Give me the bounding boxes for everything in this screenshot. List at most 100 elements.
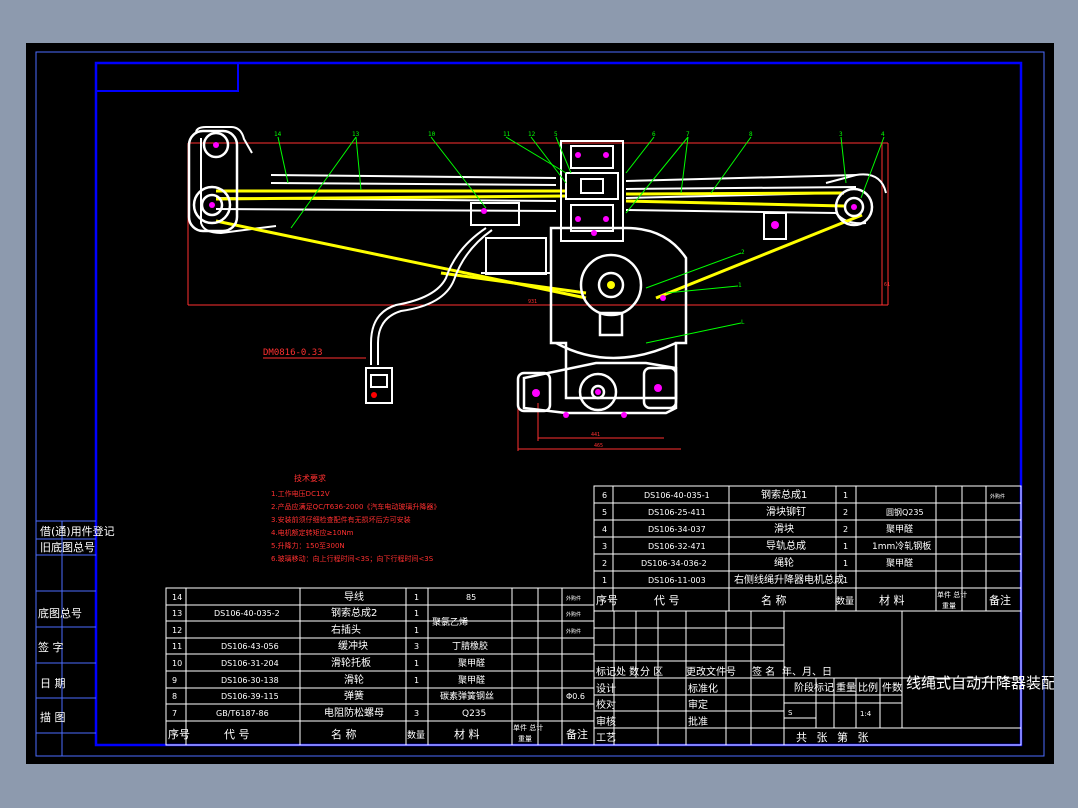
bom-lower-code: DS106-30-138 (221, 676, 279, 685)
bom-lower-code: DS106-43-056 (221, 642, 279, 651)
notes-item-6: 6.玻璃移动：向上行程时间<3S；向下行程时间<3S (271, 554, 434, 563)
leader-lines (277, 136, 885, 344)
bom-lower-code: DS106-31-204 (221, 659, 279, 668)
bom-upper-material: 聚甲醛 (886, 523, 913, 535)
bom-upper-header-unit: 单件 总计 (937, 590, 967, 599)
dim-main-width: 931 (528, 299, 537, 305)
bom-lower-no: 9 (172, 676, 177, 685)
bom-lower-qty: 3 (414, 709, 419, 718)
side-label-4: 日 期 (40, 677, 66, 690)
grid-label-0: 标记 (596, 666, 616, 678)
sheet-count: 共 张 第 张 (796, 730, 872, 744)
role-checker: 校对 (596, 698, 616, 711)
mid-slider (470, 202, 551, 275)
bom-lower-name: 右插头 (331, 623, 361, 636)
right-bracket-hole (771, 221, 779, 229)
callout-13: 13 (352, 131, 360, 138)
bom-lower-header-name: 名 称 (331, 727, 357, 741)
bom-lower-material: 聚甲醛 (458, 674, 485, 686)
bom-lower-qty: 3 (414, 642, 419, 651)
drawing-title: 线绳式自动升降器装配图 (906, 674, 1054, 692)
bom-upper-no: 6 (602, 491, 607, 500)
notes-item-2: 2.产品应满足QC/T636-2000《汽车电动玻璃升降器》 (271, 502, 440, 511)
bom-lower-material: 丁腈橡胶 (452, 640, 488, 652)
callout-6: 6 (652, 131, 656, 138)
dim-base-width: 441 (591, 432, 600, 438)
stage-value: S (788, 709, 793, 717)
bom-lower-no: 14 (172, 593, 182, 602)
slider-pin-2 (603, 152, 609, 158)
wire-harness (365, 227, 493, 404)
role-designer: 设计 (596, 682, 616, 695)
motor-pin (660, 295, 666, 301)
right-bracket (763, 212, 787, 240)
grid-label-4: 签 名 (752, 665, 775, 678)
base-hole-lower-left (563, 412, 569, 418)
bom-upper-code: DS106-40-035-1 (644, 491, 710, 500)
side-label-1: 旧底图总号 (40, 540, 95, 554)
bom-lower-header-qty: 数量 (407, 729, 425, 741)
bom-lower-note: Φ0.6 (566, 692, 585, 701)
bom-lower-no: 12 (172, 626, 182, 635)
bom-lower-header-code: 代 号 (224, 728, 250, 741)
bom-lower-code: DS106-39-115 (221, 692, 279, 701)
bom-upper-header-weight: 重量 (942, 602, 956, 610)
grid-label-5: 年、月、日 (782, 665, 832, 678)
bom-lower-qty: 1 (414, 676, 419, 685)
notes-item-1: 1.工作电压DC12V (271, 489, 330, 498)
callout-8: 8 (749, 131, 753, 138)
bom-lower-header-no: 序号 (168, 727, 190, 741)
cable (215, 189, 863, 300)
bom-upper-name: 绳轮 (774, 556, 794, 569)
bom-upper-name: 滑块 (774, 523, 794, 535)
bom-upper-rows: 6 DS106-40-035-1 钢索总成1 1 外购件 5 DS106-25-… (596, 488, 1011, 610)
bom-lower-no: 11 (172, 642, 182, 651)
dim-main-height: 61 (884, 282, 890, 288)
bom-lower-material: 碳素弹簧钢丝 (440, 690, 494, 702)
bom-lower-name: 滑轮 (344, 673, 364, 686)
drawing-sheet: 借(通)用件登记 旧底图总号 底图总号 签 字 日 期 描 图 931 61 4… (26, 43, 1054, 764)
right-pulley-center (851, 204, 857, 210)
callout-4: 4 (881, 131, 885, 138)
bom-upper-no: 4 (602, 525, 607, 534)
stage-label-1: 重量 (836, 681, 856, 694)
bom-lower-note: 外购件 (566, 611, 581, 618)
bom-upper-qty: 1 (843, 576, 848, 585)
bom-upper-code: DS106-11-003 (648, 576, 706, 585)
outer-frame (35, 51, 1045, 757)
bom-upper-qty: 1 (843, 559, 848, 568)
bom-lower-name: 导线 (344, 590, 364, 603)
bom-upper-material: 聚甲醛 (886, 557, 913, 569)
bom-lower-material: 聚氯乙烯 (432, 616, 468, 628)
bom-lower-note: 外购件 (566, 628, 581, 635)
bom-lower-no: 10 (172, 659, 182, 668)
bom-lower-note: 外购件 (566, 595, 581, 602)
bom-upper-no: 1 (602, 576, 607, 585)
connector-label: DM0816-0.33 (263, 348, 323, 358)
role-authorize: 批准 (688, 715, 708, 728)
callout-11: 11 (503, 131, 511, 138)
bom-lower-header-unit: 单件 总计 (513, 723, 543, 732)
bom-upper-note: 外购件 (990, 493, 1005, 500)
notes-heading: 技术要求 (294, 473, 326, 483)
notes-item-5: 5.升降力：150至300N (271, 541, 345, 550)
grid-label-2: 分 区 (640, 666, 663, 678)
callout-5: 5 (554, 131, 558, 138)
title-block-text: 标记 处 数 分 区 更改文件号 签 名 年、月、日 设计 校对 审核 工艺 标… (596, 665, 1054, 744)
right-pulley (834, 187, 874, 227)
notes-item-4: 4.电机额定转矩应≥10Nm (271, 528, 354, 537)
bom-upper-header-note: 备注 (989, 593, 1011, 607)
bom-lower-material: 85 (466, 593, 476, 602)
scale-value: 1:4 (860, 710, 872, 718)
mid-slider-pin (481, 208, 487, 214)
bom-lower-no: 8 (172, 692, 177, 701)
base-hole-left (532, 389, 540, 397)
callout-1: 1 (738, 282, 742, 289)
motor-center (607, 281, 615, 289)
bom-upper-grid (593, 485, 1022, 612)
base-hole-right (654, 384, 662, 392)
bom-lower-material: 聚甲醛 (458, 657, 485, 669)
notes-item-3: 3.安装前须仔细检查配件有无损坏后方可安装 (271, 515, 411, 524)
bom-upper-header-material: 材 料 (879, 593, 905, 607)
side-label-5: 描 图 (40, 710, 66, 724)
